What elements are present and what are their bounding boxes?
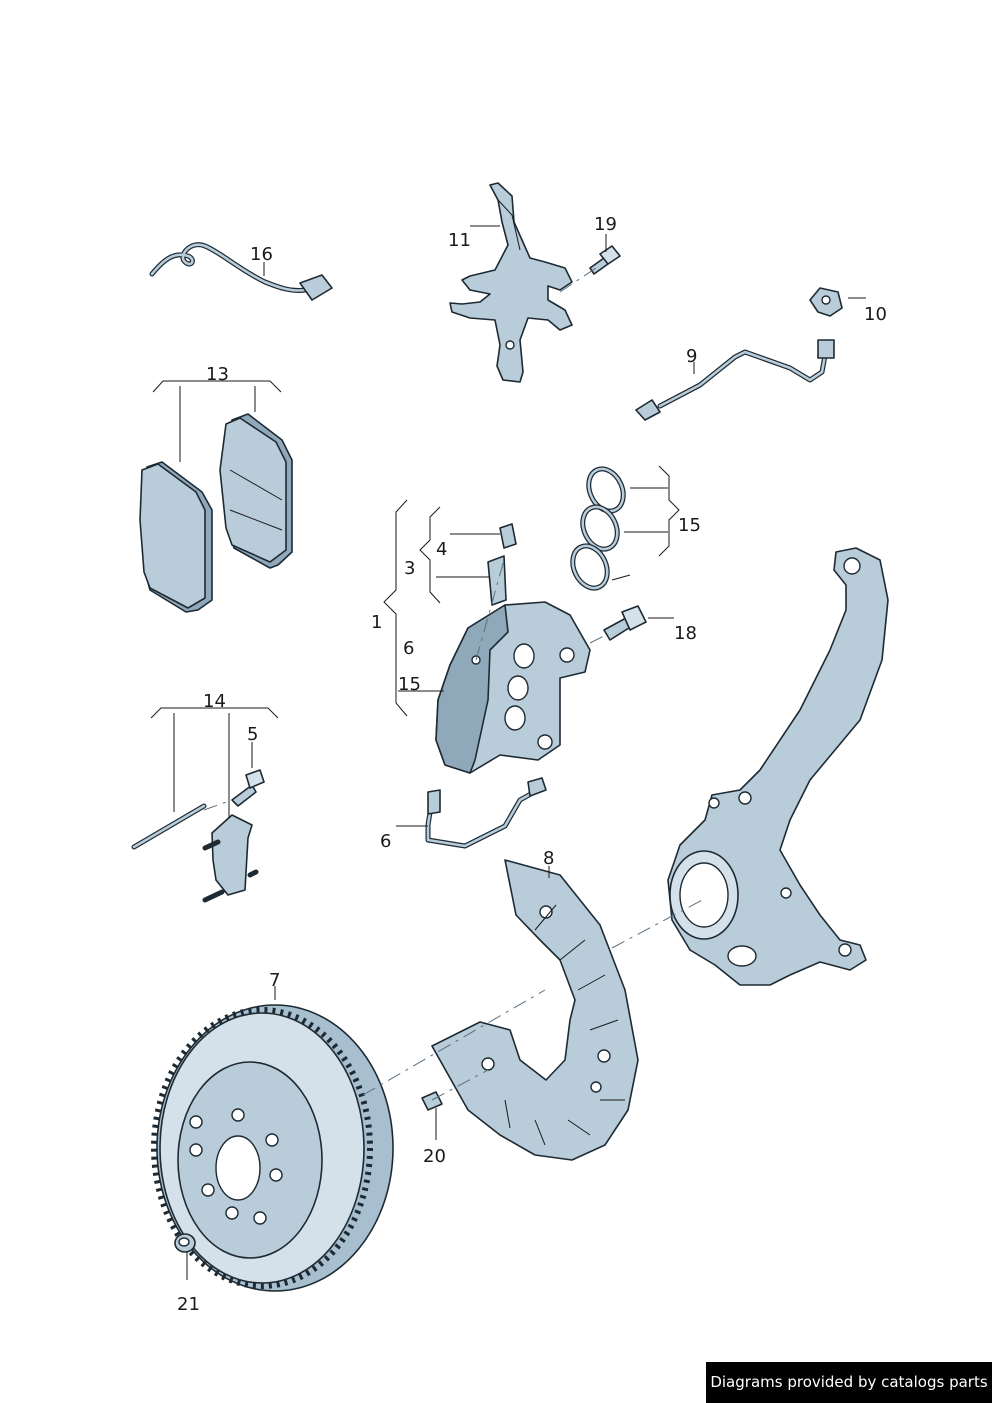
bolt-part-18 bbox=[603, 605, 647, 641]
axis-line-caliper-bolt bbox=[589, 635, 605, 644]
callout-1: 1 bbox=[371, 612, 382, 633]
caliper-part-1 bbox=[435, 601, 591, 774]
callout-14: 14 bbox=[203, 691, 226, 712]
bolt-part-5 bbox=[231, 769, 265, 807]
bolt-part-20 bbox=[421, 1091, 443, 1111]
callout-20: 20 bbox=[423, 1146, 446, 1167]
callout-21: 21 bbox=[177, 1294, 200, 1315]
credit-badge: Diagrams provided by catalogs parts bbox=[706, 1362, 992, 1403]
callout-18: 18 bbox=[674, 623, 697, 644]
clip-part-10 bbox=[809, 287, 843, 317]
callout-6-line: 6 bbox=[380, 831, 391, 852]
bleed-screw-part-3-4 bbox=[487, 523, 517, 606]
axis-line-pin bbox=[203, 799, 233, 811]
wear-sensor-wire-part-16 bbox=[149, 242, 333, 301]
dust-shield-part-8 bbox=[431, 859, 639, 1161]
axis-line-disc bbox=[362, 989, 546, 1096]
callout-15-caliper: 15 bbox=[398, 674, 421, 695]
callout-16: 16 bbox=[250, 244, 273, 265]
bracket-part-11 bbox=[449, 182, 573, 383]
callout-6-caliper: 6 bbox=[403, 638, 414, 659]
spring-plate-part-14 bbox=[202, 814, 259, 903]
brake-pads-part-13 bbox=[139, 413, 293, 613]
seal-rings-part-15 bbox=[570, 466, 626, 591]
steering-knuckle bbox=[667, 547, 889, 986]
axis-line-shield-bolt bbox=[431, 1069, 489, 1101]
bolt-part-19 bbox=[589, 245, 621, 275]
callout-11: 11 bbox=[448, 230, 471, 251]
callout-8: 8 bbox=[543, 848, 554, 869]
callout-9: 9 bbox=[686, 346, 697, 367]
callout-4: 4 bbox=[436, 539, 447, 560]
brake-line-part-9 bbox=[635, 339, 835, 421]
axis-line-knuckle bbox=[611, 897, 707, 949]
callout-13: 13 bbox=[206, 364, 229, 385]
brake-disc-part-7 bbox=[151, 1004, 394, 1292]
axis-line-bleed-screw bbox=[475, 559, 505, 661]
callout-3: 3 bbox=[404, 558, 415, 579]
screw-part-21 bbox=[174, 1233, 196, 1253]
callout-5: 5 bbox=[247, 724, 258, 745]
pin-part-14 bbox=[131, 803, 207, 850]
leader-lines bbox=[150, 225, 866, 1280]
callout-7: 7 bbox=[269, 970, 280, 991]
callout-10: 10 bbox=[864, 304, 887, 325]
callout-19: 19 bbox=[594, 214, 617, 235]
callout-15-rings: 15 bbox=[678, 515, 701, 536]
brake-line-part-6 bbox=[425, 777, 547, 849]
callout-labels: 16 11 19 10 9 13 15 4 3 1 6 18 15 14 5 6… bbox=[177, 214, 887, 1315]
